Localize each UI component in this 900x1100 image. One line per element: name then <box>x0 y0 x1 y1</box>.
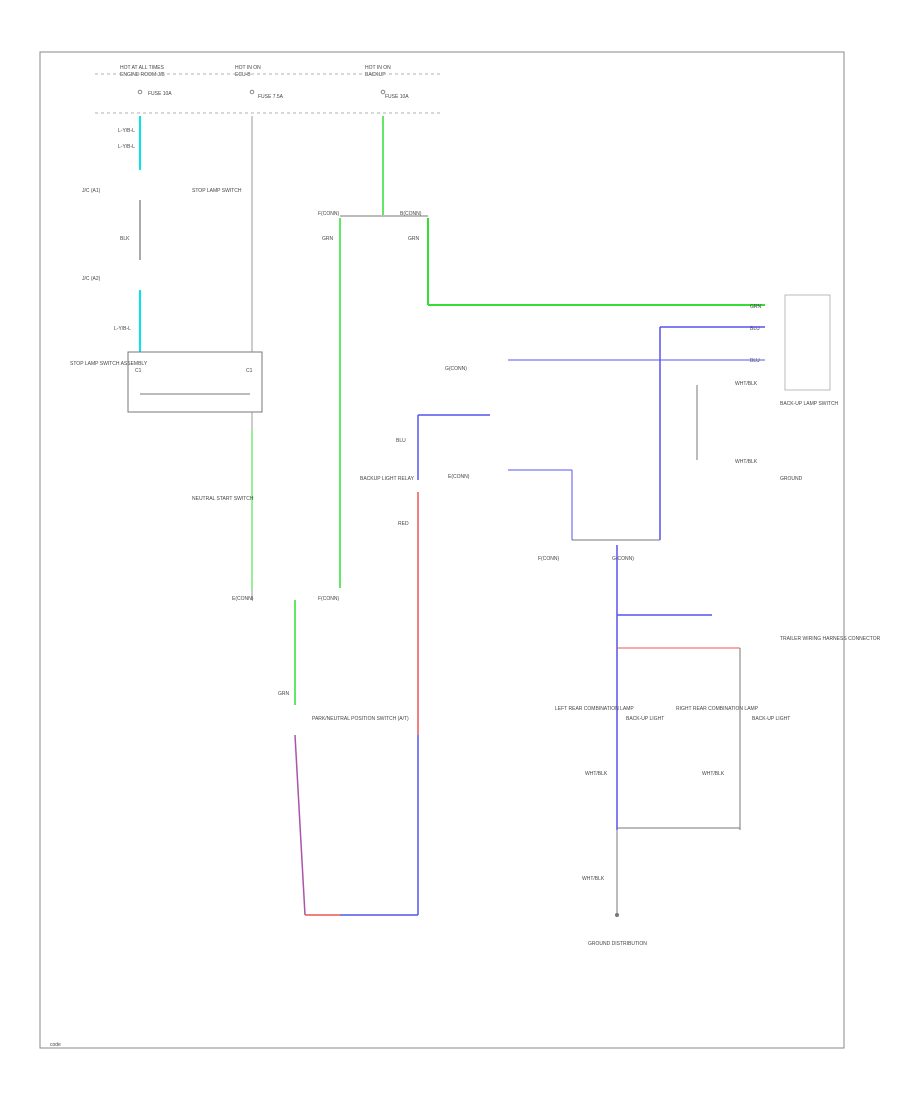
lamp-right-note: BACK-UP LIGHT <box>752 716 790 722</box>
bs-ground-label: GROUND <box>780 476 803 482</box>
splice-f-right: F(CONN) <box>538 556 559 562</box>
module-c1: C1 <box>135 368 142 374</box>
fuse-2-value: FUSE 7.5A <box>258 94 284 100</box>
fuse-2-sub: ECU-B <box>235 72 251 78</box>
fuse-1-title: HOT AT ALL TIMES <box>120 65 165 71</box>
neutral-switch-label: PARK/NEUTRAL POSITION SWITCH (A/T) <box>312 716 409 722</box>
label-w1b: L-Y/B-L <box>118 144 135 150</box>
splice-e-right: E(CONN) <box>448 474 470 480</box>
fuse-2-title: HOT IN ON <box>235 65 261 71</box>
backup-switch-box <box>784 294 831 391</box>
lamp-right-label: RIGHT REAR COMBINATION LAMP <box>676 706 759 712</box>
module-label: STOP LAMP SWITCH ASSEMBLY <box>70 361 148 367</box>
fuse-3-title: HOT IN ON <box>365 65 391 71</box>
ground-point <box>615 913 619 917</box>
wire-purple-neutral <box>294 734 306 916</box>
trailer-label: TRAILER WIRING HARNESS CONNECTOR <box>780 636 881 642</box>
label-w2: BLK <box>120 236 130 242</box>
neutral-wire-label: GRN <box>278 691 290 697</box>
relay-label: BACKUP LIGHT RELAY <box>360 476 415 482</box>
backup-switch-label: BACK-UP LAMP SWITCH <box>780 401 839 407</box>
splice-b-top: B(CONN) <box>400 211 422 217</box>
fuse-3-symbol <box>380 89 386 95</box>
fuse-symbols <box>137 89 386 95</box>
label-w3: L-Y/B-L <box>114 326 131 332</box>
switch1-label: STOP LAMP SWITCH <box>192 188 242 194</box>
fuse-3-value: FUSE 10A <box>385 94 409 100</box>
bottom-ground-label: GROUND DISTRIBUTION <box>588 941 647 947</box>
relay-red-label: RED <box>398 521 409 527</box>
lamp-right-wire: WHT/BLK <box>702 771 725 777</box>
fuse-2-symbol <box>249 89 255 95</box>
fuse-1-symbol <box>137 89 143 95</box>
splice-g: G(CONN) <box>445 366 467 372</box>
splice-f-bottom: F(CONN) <box>318 596 339 602</box>
bs-wire-4: WHT/BLK <box>735 381 758 387</box>
bs-wire-2: BLU <box>750 326 760 332</box>
label-w1: L-Y/B-L <box>118 128 135 134</box>
splice-f-top: F(CONN) <box>318 211 339 217</box>
fuse-1-sub: ENGINE ROOM J/B <box>120 72 165 78</box>
footer-code: code <box>50 1042 61 1048</box>
connector-a2: J/C (A2) <box>82 276 101 282</box>
switch2-label: NEUTRAL START SWITCH <box>192 496 254 502</box>
splice-g-right: G(CONN) <box>612 556 634 562</box>
relay-wire-label: BLU <box>396 438 406 444</box>
fuse-3-sub: BACKUP <box>365 72 386 78</box>
module-c2: C1 <box>246 368 253 374</box>
bs-wire-3: BLU <box>750 358 760 364</box>
bs-ground-wire: WHT/BLK <box>735 459 758 465</box>
bottom-ground-wire: WHT/BLK <box>582 876 605 882</box>
wire-grn-label: GRN <box>322 236 334 242</box>
wire-grn2-label: GRN <box>408 236 420 242</box>
fuse-labels: HOT AT ALL TIMES ENGINE ROOM J/B FUSE 10… <box>120 65 409 100</box>
splice-e-left: E(CONN) <box>232 596 254 602</box>
stop-lamp-module-box <box>127 351 263 413</box>
bs-wire-1: GRN <box>750 304 762 310</box>
diagram-border <box>39 51 845 1049</box>
lamp-left-label: LEFT REAR COMBINATION LAMP <box>555 706 634 712</box>
fuse-1-value: FUSE 10A <box>148 91 172 97</box>
lamp-left-note: BACK-UP LIGHT <box>626 716 664 722</box>
connector-a1: J/C (A1) <box>82 188 101 194</box>
lamp-left-wire: WHT/BLK <box>585 771 608 777</box>
